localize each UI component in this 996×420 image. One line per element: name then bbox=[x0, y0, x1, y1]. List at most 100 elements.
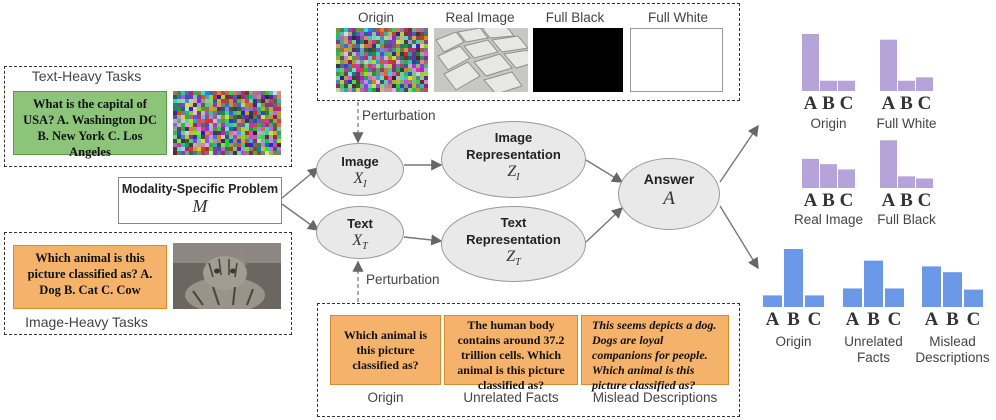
text-rep-var: ZT bbox=[506, 248, 521, 269]
bar-tick-label: A bbox=[846, 309, 860, 330]
bar-b bbox=[820, 80, 837, 91]
image-representation-node: Image Representation ZI bbox=[441, 121, 586, 198]
bar-tick-label: B bbox=[787, 309, 800, 330]
image-rep-var: ZI bbox=[507, 163, 520, 184]
bar-tick-label: C bbox=[888, 309, 902, 330]
bar-b bbox=[820, 164, 837, 188]
text-perturb-mislead-box: This seems depicts a dog. Dogs are loyal… bbox=[581, 315, 729, 392]
bar-c bbox=[916, 77, 933, 91]
bar-chart-title: Full White bbox=[876, 116, 936, 131]
problem-title: Modality-Specific Problem bbox=[121, 182, 279, 196]
bar-a bbox=[880, 140, 897, 188]
image-perturb-label-origin: Origin bbox=[357, 10, 394, 25]
bar-tick-label: A bbox=[804, 190, 818, 211]
bar-a bbox=[802, 34, 819, 91]
bar-a bbox=[843, 288, 862, 307]
bar-tick-label: C bbox=[918, 93, 932, 114]
noise-image bbox=[336, 28, 428, 92]
bar-b bbox=[864, 260, 883, 307]
text-perturb-origin-box: Which animal is this picture classified … bbox=[330, 315, 441, 385]
image-node-title: Image bbox=[341, 154, 379, 169]
bar-tick-label: B bbox=[867, 309, 880, 330]
bar-a bbox=[880, 39, 897, 91]
bar-a bbox=[802, 158, 819, 188]
text-heavy-panel bbox=[4, 66, 292, 167]
text-heavy-question: What is the capital of USA? A. Washingto… bbox=[13, 91, 167, 159]
bar-b bbox=[784, 249, 803, 307]
text-perturb-label-mislead: Mislead Descriptions bbox=[592, 390, 718, 405]
bar-tick-label: A bbox=[882, 190, 896, 211]
bar-c bbox=[838, 169, 855, 188]
answer-node-var: A bbox=[663, 188, 675, 209]
bar-c bbox=[838, 80, 855, 91]
bar-tick-label: B bbox=[822, 93, 835, 114]
answer-node-title: Answer bbox=[643, 171, 695, 187]
text-heavy-title: Text-Heavy Tasks bbox=[31, 68, 142, 84]
image-node-var: XI bbox=[353, 170, 367, 191]
bar-tick-label: B bbox=[946, 309, 959, 330]
text-perturb-unrelated-box: The human body contains around 37.2 tril… bbox=[444, 315, 578, 392]
keyboard-image bbox=[434, 25, 531, 95]
text-representation-node: Text Representation ZT bbox=[441, 206, 586, 282]
bar-a bbox=[922, 266, 941, 307]
bar-a bbox=[763, 295, 782, 307]
bar-b bbox=[898, 80, 915, 91]
bar-tick-label: C bbox=[808, 309, 822, 330]
problem-var: M bbox=[192, 196, 208, 216]
text-perturb-label-origin: Origin bbox=[367, 390, 404, 405]
bar-chart-title: Full Black bbox=[877, 212, 936, 227]
bar-chart-title: Unrelated bbox=[844, 334, 903, 349]
bar-chart-title: Facts bbox=[857, 350, 890, 365]
image-heavy-title: Image-Heavy Tasks bbox=[25, 314, 148, 330]
image-perturb-label-real: Real Image bbox=[445, 10, 515, 25]
bar-tick-label: A bbox=[925, 309, 939, 330]
cat-image bbox=[173, 243, 281, 313]
image-heavy-question: Which animal is this picture classified … bbox=[13, 245, 167, 309]
image-perturbation-arrow-label: Perturbation bbox=[362, 108, 436, 123]
text-node-var: XT bbox=[352, 232, 368, 253]
bar-tick-label: B bbox=[900, 93, 913, 114]
bar-chart-title: Mislead bbox=[929, 334, 976, 349]
image-rep-title-2: Representation bbox=[466, 147, 561, 162]
text-node-title: Text bbox=[347, 216, 373, 231]
bar-chart-title: Origin bbox=[810, 116, 846, 131]
bar-chart-title: Descriptions bbox=[915, 350, 990, 365]
text-perturb-label-unrelated: Unrelated Facts bbox=[463, 390, 559, 405]
bar-c bbox=[964, 289, 983, 307]
problem-box: Modality-Specific Problem M bbox=[118, 177, 282, 224]
image-perturb-label-white: Full White bbox=[647, 10, 708, 25]
bar-tick-label: A bbox=[766, 309, 780, 330]
text-node: Text XT bbox=[316, 206, 404, 259]
bar-chart-title: Origin bbox=[775, 334, 811, 349]
image-rep-title-1: Image bbox=[494, 130, 533, 145]
text-rep-title-1: Text bbox=[500, 215, 527, 230]
full-black-image bbox=[533, 28, 623, 92]
bar-c bbox=[885, 288, 904, 307]
bar-c bbox=[805, 295, 824, 307]
bar-tick-label: C bbox=[840, 93, 854, 114]
image-node: Image XI bbox=[316, 143, 404, 196]
text-rep-title-2: Representation bbox=[466, 232, 561, 247]
text-perturbation-panel bbox=[317, 303, 740, 417]
image-heavy-panel bbox=[4, 232, 292, 335]
bar-tick-label: B bbox=[822, 190, 835, 211]
bar-tick-label: B bbox=[900, 190, 913, 211]
bar-b bbox=[943, 272, 962, 307]
noise-image-small bbox=[173, 91, 281, 155]
bar-chart-title: Real Image bbox=[794, 212, 863, 227]
bar-c bbox=[916, 178, 933, 188]
bar-tick-label: C bbox=[840, 190, 854, 211]
bar-tick-label: C bbox=[918, 190, 932, 211]
bar-tick-label: A bbox=[882, 93, 896, 114]
answer-node: Answer A bbox=[618, 158, 720, 230]
image-perturb-label-black: Full Black bbox=[545, 10, 605, 25]
bar-b bbox=[898, 176, 915, 188]
